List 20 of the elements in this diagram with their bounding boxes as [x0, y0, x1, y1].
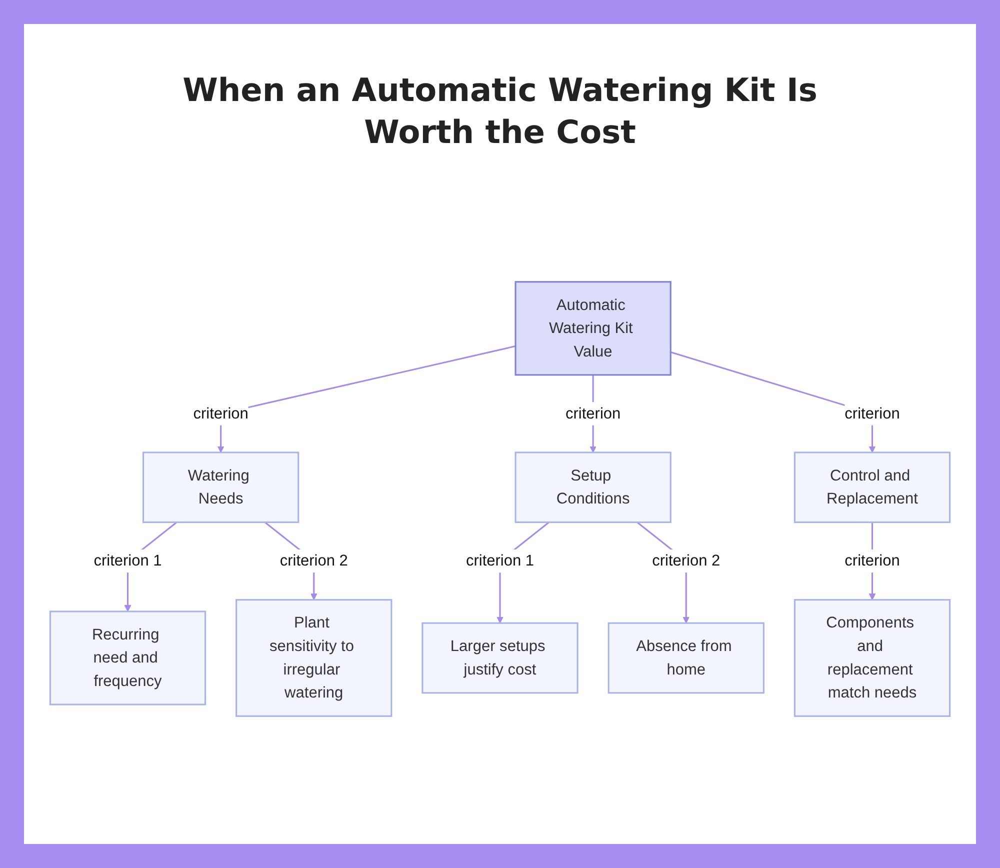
node-box — [236, 599, 392, 717]
edge-label: criterion — [844, 552, 900, 570]
edge-label: criterion 2 — [652, 552, 720, 570]
node-box — [142, 452, 300, 524]
edge-label: criterion — [844, 405, 900, 422]
diagram-title: When an Automatic Watering Kit Is Worth the Cost — [182, 70, 818, 153]
node-box — [608, 622, 764, 694]
node-box — [49, 610, 206, 706]
node-box — [794, 452, 951, 524]
node-box — [514, 281, 672, 376]
edge-label: criterion — [193, 405, 248, 422]
edge-label: criterion 1 — [94, 552, 162, 570]
card-background: When an Automatic Watering Kit Is Worth the Cost criterion criterion criterion criterion 1 criterion 2 criterion 1 criterion 2 criterion Automatic Watering Kit Value Watering Needs Setup Conditions Control and Replacement Recurring need and frequency Plant sensitivity to irregular watering Larger setups justify cost Absence from home Components and replacement match needs — [24, 24, 976, 844]
arrow — [217, 345, 516, 453]
node-box — [422, 622, 578, 694]
edge-label: criterion — [565, 405, 621, 422]
node-box — [794, 599, 951, 717]
node-box — [514, 452, 672, 524]
edge-label: criterion 2 — [280, 552, 348, 570]
edge-label: criterion 1 — [466, 552, 534, 570]
